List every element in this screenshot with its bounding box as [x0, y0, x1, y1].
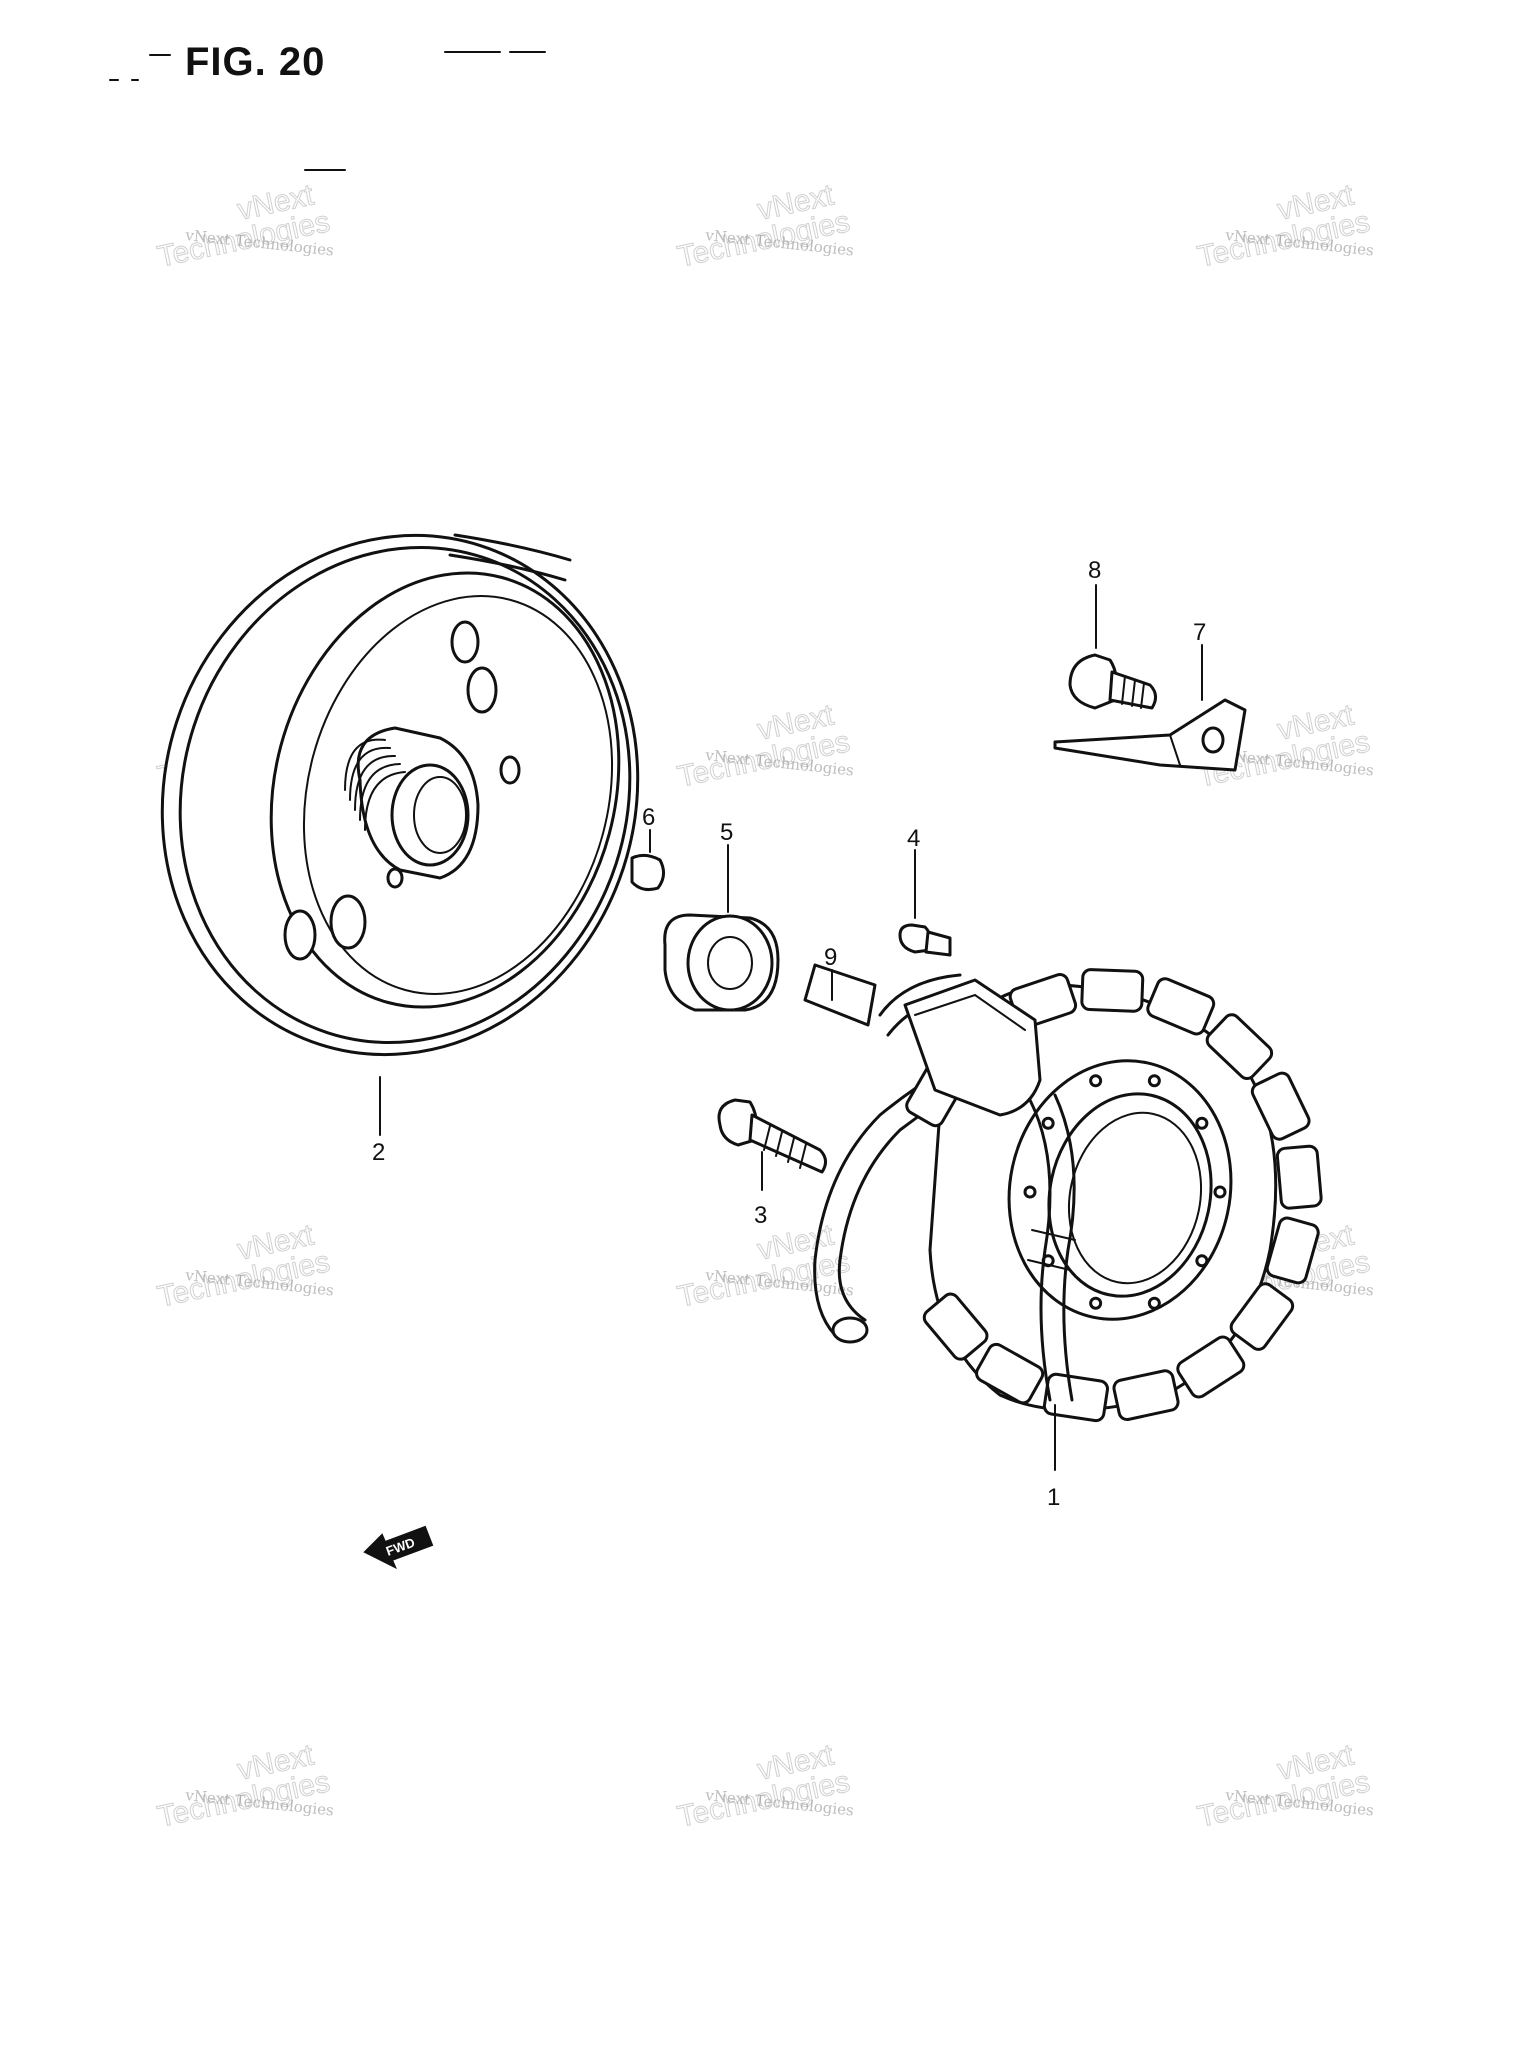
part-8-bolt — [1068, 584, 1157, 710]
hub-bolt-hole — [1213, 1185, 1227, 1199]
hub-bolt-hole — [1023, 1185, 1037, 1199]
part-2-flywheel-rotor — [160, 533, 640, 1136]
figure-title: FIG. 20 — [185, 40, 326, 84]
callout-2: 2 — [372, 1139, 385, 1166]
callout-labels: 1 2 3 4 5 6 7 8 9 — [372, 557, 1206, 1511]
callout-1: 1 — [1047, 1484, 1060, 1511]
hub-bolt-hole — [1147, 1074, 1161, 1088]
hub-bolt-hole — [1195, 1116, 1209, 1130]
part-5-nut — [663, 844, 780, 1012]
part-6-key — [630, 829, 665, 891]
part-4-screw — [898, 849, 952, 957]
stator-coil — [1080, 968, 1145, 1013]
callout-7: 7 — [1193, 619, 1206, 646]
stator-coil — [1042, 1372, 1109, 1423]
hub-bolt-hole — [1089, 1296, 1103, 1310]
fwd-direction-arrow: FWD — [363, 1525, 434, 1570]
stator-coil — [1265, 1216, 1320, 1285]
part-7-bracket — [1053, 644, 1247, 772]
stator-coil — [1176, 1335, 1246, 1399]
stator-coil — [1229, 1282, 1295, 1351]
hub-bolt-hole — [1089, 1074, 1103, 1088]
hub-bolt-hole — [1041, 1116, 1055, 1130]
part-9-label-tag — [803, 963, 877, 1027]
stator-coil — [1146, 977, 1216, 1036]
callout-4: 4 — [907, 825, 920, 852]
callout-3: 3 — [754, 1202, 767, 1229]
callout-5: 5 — [720, 819, 733, 846]
callout-9: 9 — [824, 944, 837, 971]
stator-coil — [922, 1292, 989, 1361]
stator-coil — [1250, 1071, 1311, 1141]
hub-bolt-hole — [1147, 1296, 1161, 1310]
stator-coil — [1275, 1144, 1323, 1210]
scan-specks — [109, 51, 546, 171]
stator-coil — [1112, 1369, 1180, 1422]
part-3-long-bolt — [717, 1098, 827, 1191]
callout-8: 8 — [1088, 557, 1101, 584]
part-1-stator-assembly — [813, 968, 1323, 1471]
stator-coil — [1205, 1013, 1274, 1081]
callout-6: 6 — [642, 804, 655, 831]
hub-bolt-hole — [1195, 1254, 1209, 1268]
stator-coil — [975, 1342, 1045, 1405]
